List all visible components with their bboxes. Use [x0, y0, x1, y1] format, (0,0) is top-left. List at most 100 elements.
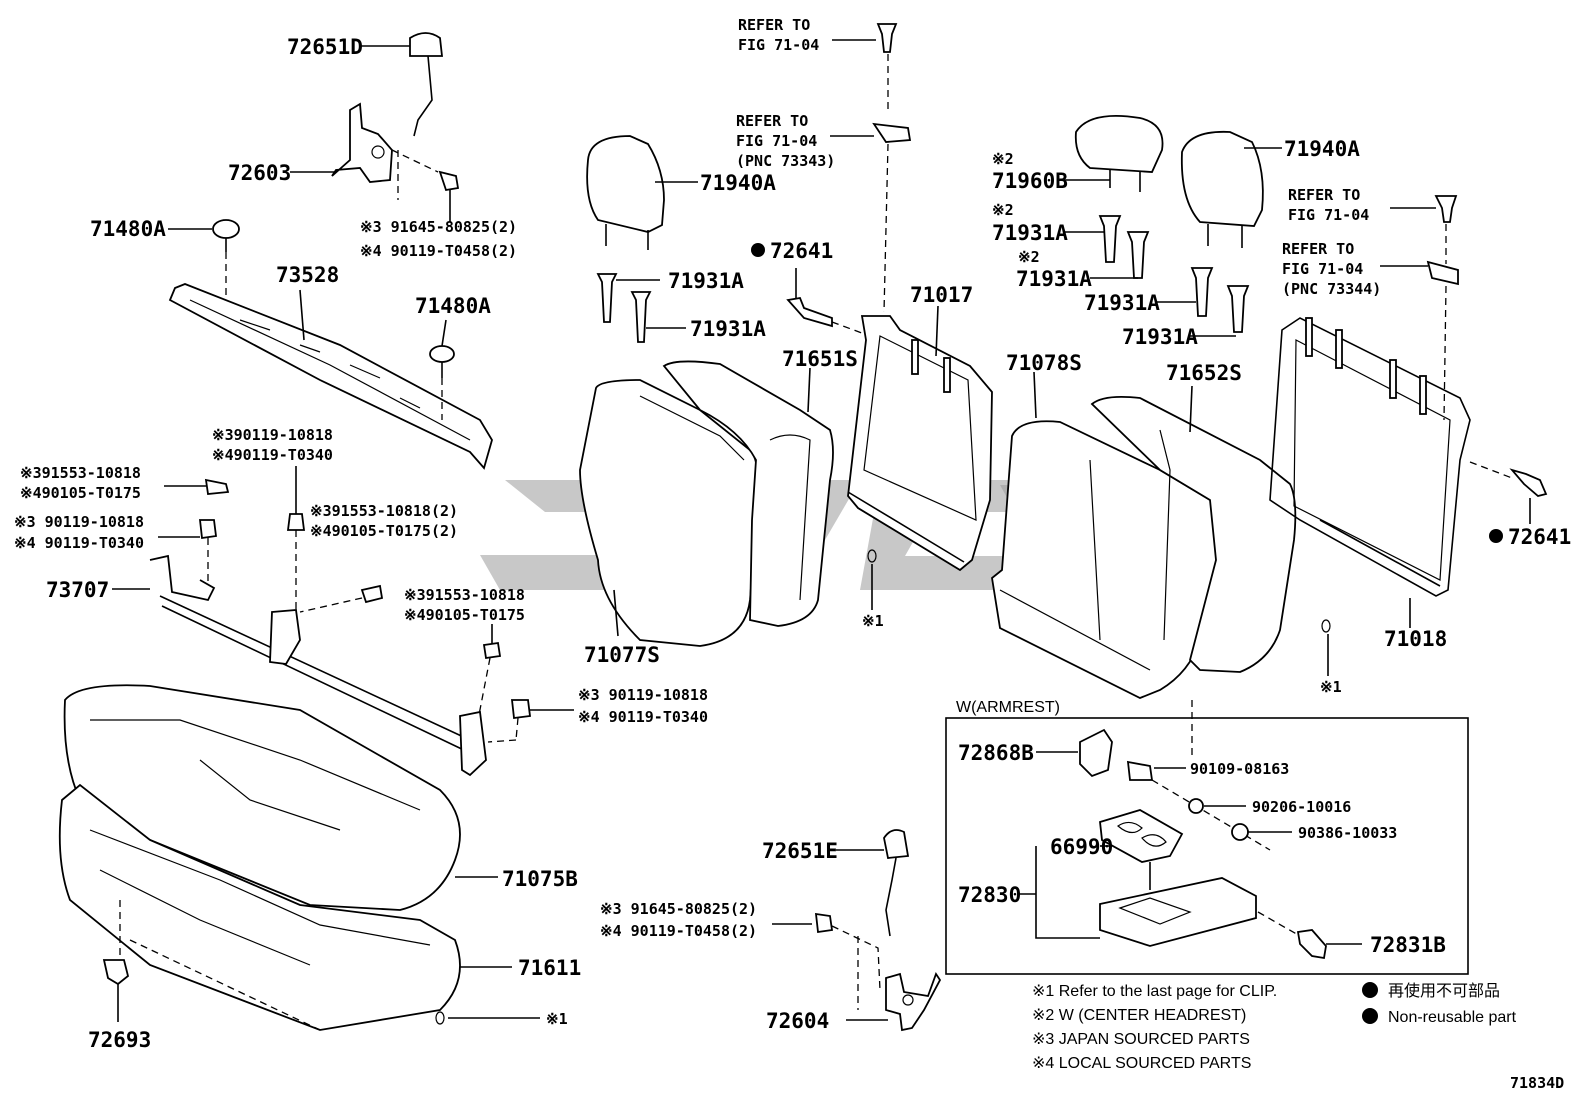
clip-note-left: ※1	[435, 1010, 568, 1028]
part-73707: 73707	[46, 554, 487, 777]
mark2-a: ※2	[992, 150, 1014, 168]
label-72831B: 72831B	[1370, 933, 1446, 957]
label-72603: 72603	[228, 161, 291, 185]
label-90206-10016: 90206-10016	[1252, 798, 1351, 816]
f7-line1: ※3 90119-10818	[578, 686, 708, 704]
legend-en: Non-reusable part	[1388, 1009, 1517, 1026]
r4-line1: REFER TO	[1282, 240, 1354, 258]
label-72651D: 72651D	[287, 35, 363, 59]
refer-callout-4: REFER TO FIG 71-04 (PNC 73344)	[1282, 240, 1459, 421]
r2-line1: REFER TO	[736, 112, 808, 130]
label-72651E: 72651E	[762, 839, 838, 863]
refer-callout-3: REFER TO FIG 71-04	[1288, 186, 1458, 264]
fastener-callout-2: ※390119-10818 ※490119-T0340	[212, 426, 333, 610]
part-72603: 72603	[228, 102, 460, 222]
label-90386-10033: 90386-10033	[1298, 824, 1397, 842]
label-71960B: 71960B	[992, 169, 1068, 193]
part-71611: 71611	[58, 783, 581, 1031]
fastener-callout-3: ※391553-10818 ※490105-T0175	[20, 464, 230, 502]
part-71480A-1: 71480A	[90, 217, 240, 295]
part-71940A-2: 71940A	[1180, 130, 1360, 248]
mark2-b: ※2	[992, 201, 1014, 219]
note-2: ※2 W (CENTER HEADREST)	[1032, 1007, 1246, 1024]
part-71931A-1: 71931A	[596, 269, 744, 323]
label-71931A-6: 71931A	[1122, 325, 1198, 349]
part-90109-08163: 90109-08163	[1126, 760, 1289, 851]
note-3: ※3 JAPAN SOURCED PARTS	[1032, 1031, 1250, 1048]
label-71652S: 71652S	[1166, 361, 1242, 385]
non-reusable-dot-icon	[1362, 982, 1378, 998]
f5-line2: ※490105-T0175(2)	[310, 522, 458, 540]
clip-mark-1: ※1	[546, 1010, 568, 1028]
part-73528: 73528	[168, 263, 493, 470]
label-71480A-2: 71480A	[415, 294, 491, 318]
r1-line1: REFER TO	[738, 16, 810, 34]
part-90386-10033: 90386-10033	[1231, 823, 1397, 842]
part-71931A-5: 71931A	[1084, 267, 1214, 317]
part-71078S: 71078S	[991, 351, 1220, 699]
f1-line1: ※3 91645-80825(2)	[360, 218, 517, 236]
r3-line2: FIG 71-04	[1288, 206, 1369, 224]
part-71931A-4: ※2 71931A	[1016, 231, 1150, 291]
label-71018: 71018	[1384, 627, 1447, 651]
f4-line2: ※4 90119-T0340	[14, 534, 144, 552]
legend-jp: 再使用不可部品	[1388, 982, 1500, 1000]
label-71611: 71611	[518, 956, 581, 980]
label-73707: 73707	[46, 578, 109, 602]
part-71931A-2: 71931A	[630, 291, 766, 343]
label-72641-1: 72641	[770, 239, 833, 263]
clip-note-right: ※1	[1320, 619, 1342, 696]
part-72693: 72693	[88, 959, 151, 1052]
part-72651E: 72651E	[762, 829, 910, 937]
part-71931A-6: 71931A	[1122, 285, 1250, 349]
f5-line1: ※391553-10818(2)	[310, 502, 458, 520]
part-66990: 66990	[1050, 809, 1184, 890]
part-72641-1: 72641	[751, 239, 871, 337]
r2-line3: (PNC 73343)	[736, 152, 835, 170]
label-71931A-5: 71931A	[1084, 291, 1160, 315]
refer-callout-1: REFER TO FIG 71-04	[738, 16, 898, 110]
part-72868B: 72868B	[958, 728, 1113, 778]
part-71018: 71018	[1269, 317, 1471, 651]
part-71960B: ※2 71960B	[992, 115, 1164, 193]
part-71940A-1: 71940A	[586, 135, 776, 250]
part-72604: 72604	[766, 972, 942, 1033]
part-71017: 71017	[847, 283, 993, 572]
r1-line2: FIG 71-04	[738, 36, 819, 54]
f8-line2: ※4 90119-T0458(2)	[600, 922, 757, 940]
label-71931A-4: 71931A	[1016, 267, 1092, 291]
f2-line1: ※390119-10818	[212, 426, 333, 444]
f3-line1: ※391553-10818	[20, 464, 141, 482]
r3-line1: REFER TO	[1288, 186, 1360, 204]
label-71480A-1: 71480A	[90, 217, 166, 241]
fastener-callout-5: ※391553-10818(2) ※490105-T0175(2)	[299, 502, 458, 613]
label-71077S: 71077S	[584, 643, 660, 667]
part-71480A-2: 71480A	[415, 294, 491, 420]
label-72868B: 72868B	[958, 741, 1034, 765]
figure-code: 71834D	[1510, 1074, 1564, 1092]
mark2-c: ※2	[1018, 248, 1040, 266]
refer-callout-2: REFER TO FIG 71-04 (PNC 73343)	[736, 112, 912, 313]
part-71075B: 71075B	[63, 684, 578, 911]
armrest-box: W(ARMREST)	[945, 699, 1469, 975]
label-71075B: 71075B	[502, 867, 578, 891]
part-71931A-3: ※2 71931A	[992, 201, 1122, 263]
armrest-box-title: W(ARMREST)	[956, 699, 1060, 716]
f8-line1: ※3 91645-80825(2)	[600, 900, 757, 918]
fastener-callout-8: ※3 91645-80825(2) ※4 90119-T0458(2)	[600, 900, 881, 1010]
fastener-callout-4: ※3 90119-10818 ※4 90119-T0340	[14, 513, 218, 590]
label-71078S: 71078S	[1006, 351, 1082, 375]
label-66990: 66990	[1050, 835, 1113, 859]
f6-line1: ※391553-10818	[404, 586, 525, 604]
label-71931A-1: 71931A	[668, 269, 744, 293]
label-90109-08163: 90109-08163	[1190, 760, 1289, 778]
note-1: ※1 Refer to the last page for CLIP.	[1032, 983, 1277, 1000]
label-71940A-1: 71940A	[700, 171, 776, 195]
label-71017: 71017	[910, 283, 973, 307]
part-72641-2: 72641	[1469, 461, 1571, 549]
label-71931A-2: 71931A	[690, 317, 766, 341]
part-90206-10016: 90206-10016	[1188, 798, 1351, 816]
f1-line2: ※4 90119-T0458(2)	[360, 242, 517, 260]
part-72830: 72830	[958, 846, 1257, 947]
